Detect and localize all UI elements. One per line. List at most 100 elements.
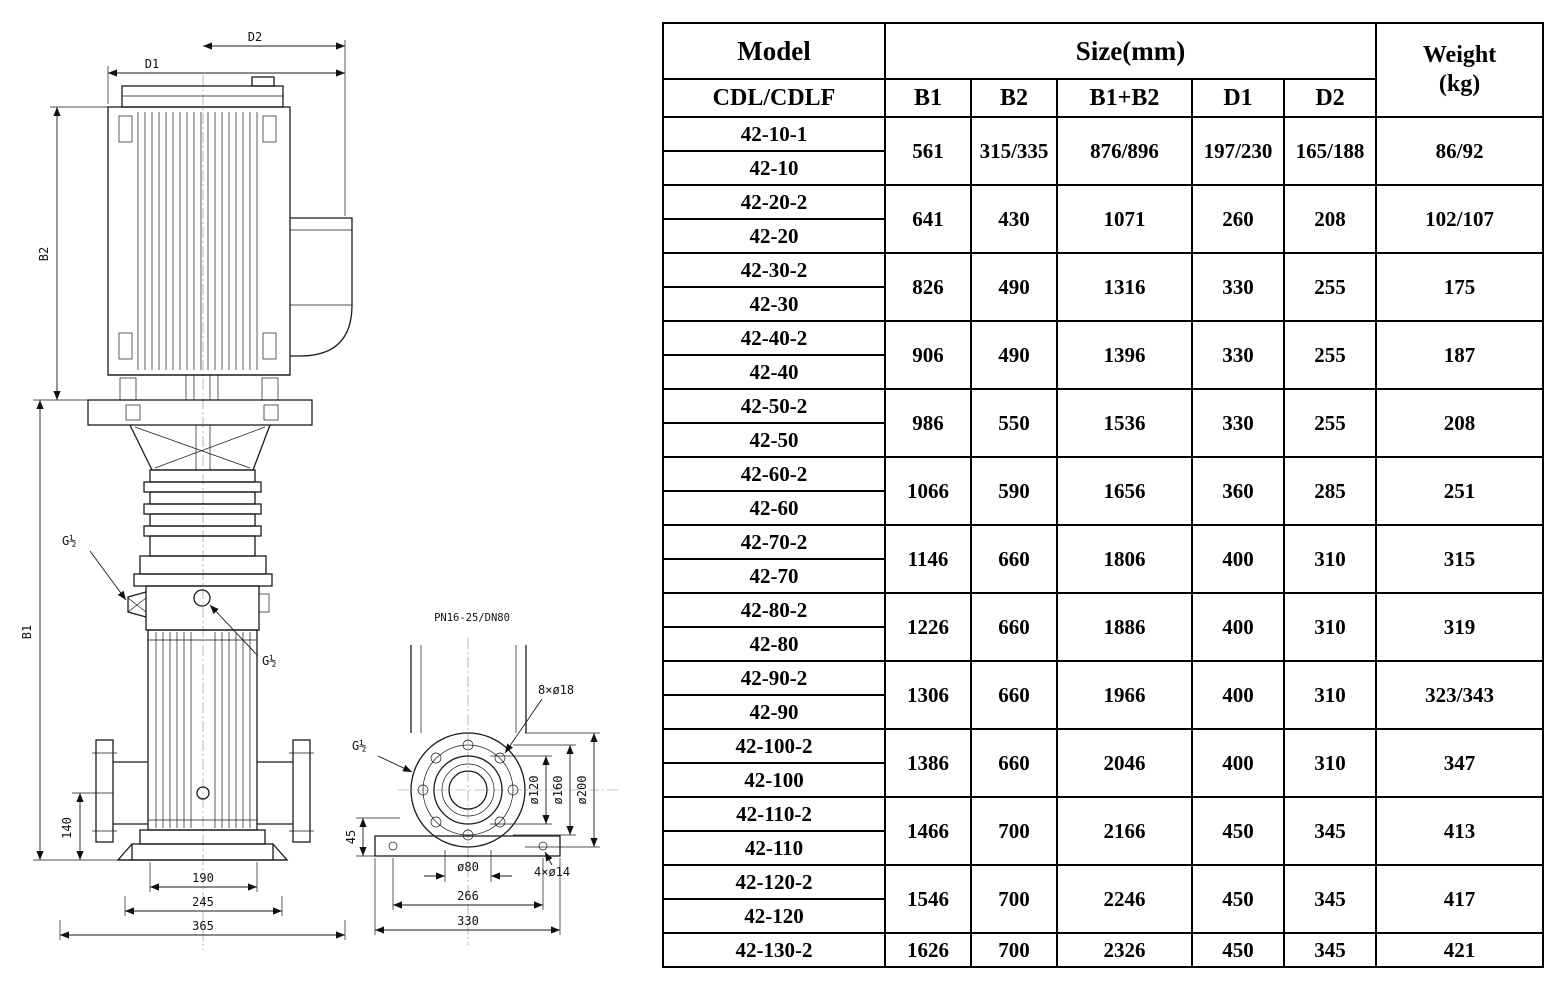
d1-cell: 450 [1191, 796, 1285, 866]
b1b2-cell: 2046 [1056, 728, 1193, 798]
dim-label-b1: B1 [20, 625, 34, 639]
b2-cell: 660 [970, 524, 1058, 594]
suction-flange [92, 739, 148, 843]
weight-cell: 102/107 [1375, 184, 1545, 254]
d1-cell: 330 [1191, 252, 1285, 322]
dim-label-b2: B2 [37, 247, 51, 261]
pump-front-view: D2 D1 B2 B1 [20, 30, 353, 950]
table-row: 42-110 [662, 830, 1543, 866]
d2-cell: 285 [1282, 456, 1378, 526]
model-cell: 42-80 [662, 626, 886, 662]
dim-label-d1: D1 [145, 57, 159, 71]
model-cell: 42-60 [662, 490, 886, 526]
b1b2-cell: 1316 [1056, 252, 1193, 322]
dim-label-365: 365 [192, 919, 214, 933]
model-cell: 42-130-2 [662, 932, 886, 968]
weight-cell: 319 [1375, 592, 1545, 662]
pump-technical-drawing: D2 D1 B2 B1 [20, 30, 618, 950]
d1-cell: 450 [1191, 864, 1285, 934]
model-cell: 42-10-1 [662, 116, 886, 152]
header-model: Model [662, 22, 886, 80]
b1-cell: 826 [884, 252, 972, 322]
dim-label-330: 330 [457, 914, 479, 928]
b2-cell: 490 [970, 320, 1058, 390]
motor-lifting-lug [251, 76, 275, 87]
b1b2-cell: 1071 [1056, 184, 1193, 254]
b1-cell: 641 [884, 184, 972, 254]
d2-cell: 345 [1282, 864, 1378, 934]
dim-label-d80: ø80 [457, 860, 479, 874]
header-col-d2: D2 [1282, 78, 1378, 118]
b2-cell: 430 [970, 184, 1058, 254]
b2-cell: 700 [970, 932, 1058, 968]
header-col-d1: D1 [1191, 78, 1285, 118]
model-cell: 42-120-2 [662, 864, 886, 900]
model-cell: 42-90-2 [662, 660, 886, 696]
b1b2-cell: 876/896 [1056, 116, 1193, 186]
flange-view-base [374, 835, 561, 857]
weight-cell: 187 [1375, 320, 1545, 390]
weight-cell: 208 [1375, 388, 1545, 458]
dimension-table: Model Size(mm) Weight (kg) CDL/CDLF B1 B… [662, 22, 1545, 968]
b1b2-cell: 2166 [1056, 796, 1193, 866]
dim-label-266: 266 [457, 889, 479, 903]
b2-cell: 700 [970, 864, 1058, 934]
table-row: 42-90 [662, 694, 1543, 730]
b1-cell: 906 [884, 320, 972, 390]
motor-fan-cover [121, 85, 284, 108]
b1-cell: 1146 [884, 524, 972, 594]
b2-cell: 660 [970, 728, 1058, 798]
header-weight-line1: Weight [1422, 42, 1497, 69]
model-cell: 42-60-2 [662, 456, 886, 492]
d1-cell: 360 [1191, 456, 1285, 526]
model-cell: 42-70-2 [662, 524, 886, 560]
header-model-sub: CDL/CDLF [662, 78, 886, 118]
header-weight-line2: (kg) [1438, 71, 1481, 97]
motor-fins [137, 112, 258, 370]
d2-cell: 255 [1282, 252, 1378, 322]
model-cell: 42-30 [662, 286, 886, 322]
drain-port [196, 786, 210, 800]
weight-cell: 421 [1375, 932, 1545, 968]
bolt-holes-label: 8×ø18 [538, 683, 574, 697]
b2-cell: 490 [970, 252, 1058, 322]
b1-cell: 561 [884, 116, 972, 186]
dim-label-d2: D2 [248, 30, 262, 44]
d2-cell: 310 [1282, 728, 1378, 798]
b2-cell: 700 [970, 796, 1058, 866]
model-cell: 42-40-2 [662, 320, 886, 356]
d2-cell: 310 [1282, 524, 1378, 594]
vent-port [193, 589, 211, 607]
weight-cell: 175 [1375, 252, 1545, 322]
gauge-port-label: G½ [352, 739, 366, 753]
b1b2-cell: 1806 [1056, 524, 1193, 594]
dim-label-d160: ø160 [551, 776, 565, 805]
dim-label-45: 45 [344, 830, 358, 844]
port-label-g-top: G½ [62, 534, 76, 548]
d1-cell: 330 [1191, 320, 1285, 390]
dim-label-d120: ø120 [527, 776, 541, 805]
table-row: 42-80 [662, 626, 1543, 662]
table-row: 42-10 [662, 150, 1543, 186]
table-row: 42-100 [662, 762, 1543, 798]
model-cell: 42-10 [662, 150, 886, 186]
model-cell: 42-70 [662, 558, 886, 594]
d1-cell: 400 [1191, 592, 1285, 662]
header-col-b1b2: B1+B2 [1056, 78, 1193, 118]
d1-cell: 400 [1191, 524, 1285, 594]
pump-head [145, 585, 260, 631]
b1b2-cell: 1396 [1056, 320, 1193, 390]
b1-cell: 1306 [884, 660, 972, 730]
pump-drawing-panel: D2 D1 B2 B1 [0, 0, 660, 1000]
model-cell: 42-100 [662, 762, 886, 798]
d2-cell: 255 [1282, 388, 1378, 458]
b2-cell: 660 [970, 660, 1058, 730]
